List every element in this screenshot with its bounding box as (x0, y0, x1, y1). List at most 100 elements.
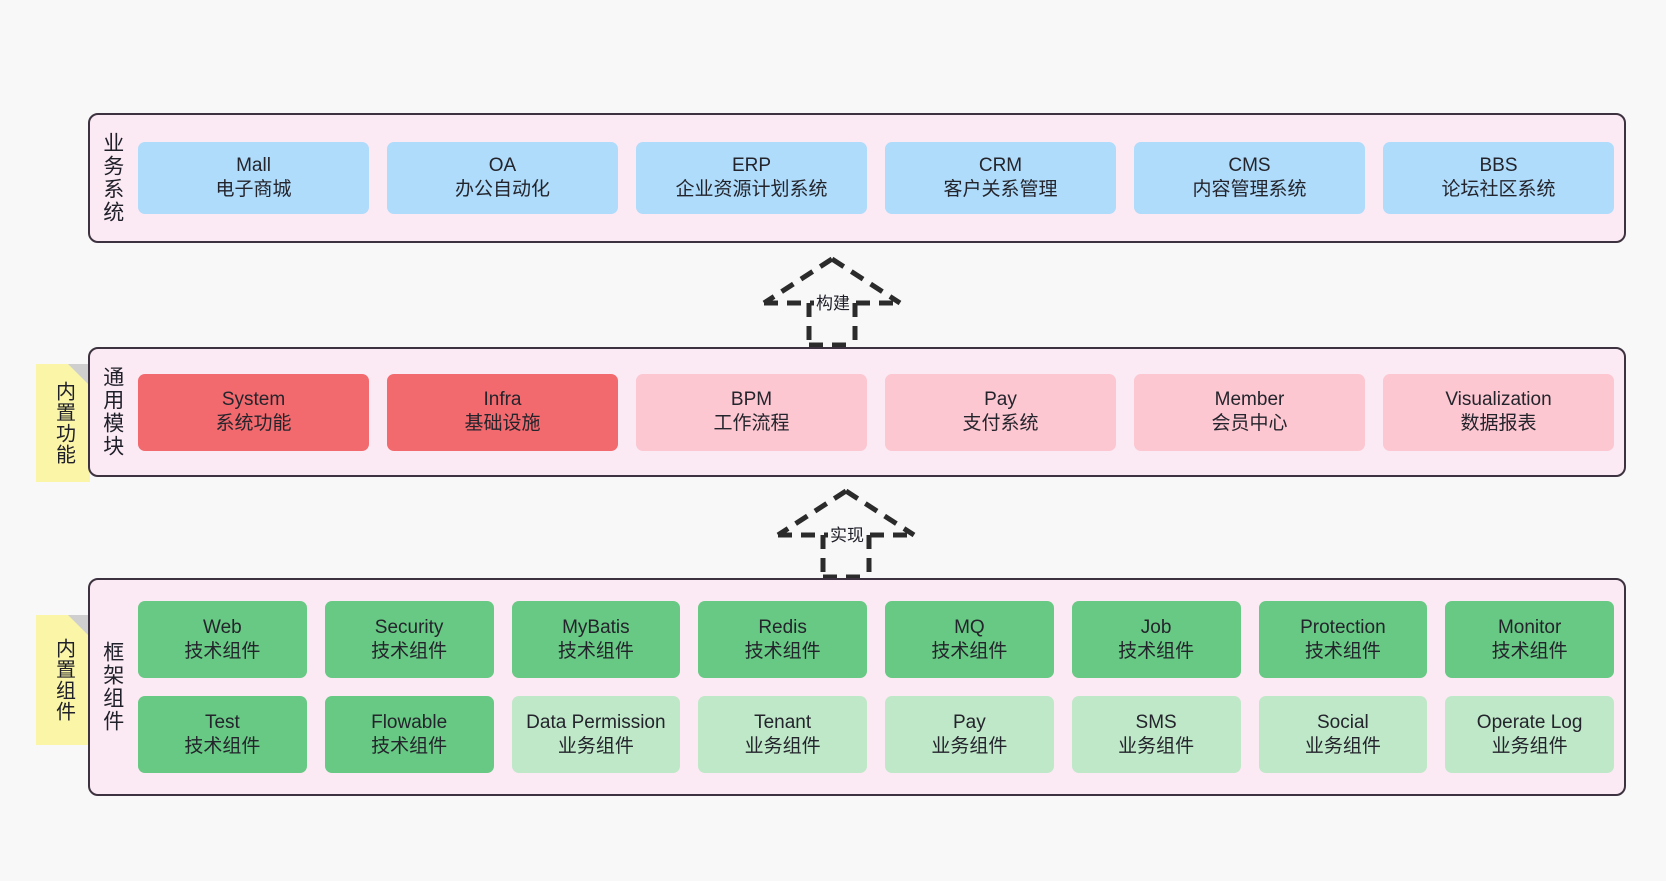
card-subtitle: 技术组件 (371, 735, 448, 757)
card-subtitle: 技术组件 (184, 735, 261, 757)
card-subtitle: 技术组件 (931, 640, 1008, 662)
note-fold-icon (68, 364, 90, 386)
card-title: MQ (954, 616, 985, 638)
card-subtitle: 企业资源计划系统 (675, 179, 828, 200)
card-title: Job (1140, 616, 1172, 638)
card-title: Flowable (371, 711, 448, 733)
card-title: OA (488, 155, 517, 177)
card-title: Web (203, 616, 242, 638)
card-title: MyBatis (562, 616, 630, 638)
card-subtitle: 数据报表 (1460, 413, 1537, 434)
layer-common-title: 通用模块 (100, 366, 124, 458)
card-subtitle: 会员中心 (1211, 413, 1288, 434)
card-subtitle: 业务组件 (1118, 735, 1195, 757)
card-title: Test (204, 711, 240, 733)
arrow-implement-label: 实现 (828, 521, 866, 546)
card-subtitle: 基础设施 (464, 413, 541, 434)
card-subtitle: 论坛社区系统 (1441, 179, 1556, 200)
card-title: Social (1317, 711, 1369, 733)
card-subtitle: 系统功能 (215, 413, 292, 434)
card-subtitle: 技术组件 (184, 640, 261, 662)
card-subtitle: 业务组件 (557, 735, 634, 757)
card-subtitle: 技术组件 (1491, 640, 1568, 662)
card-title: BPM (730, 389, 773, 411)
card-title: Member (1214, 389, 1285, 411)
card-title: Operate Log (1476, 711, 1583, 733)
card-subtitle: 业务组件 (931, 735, 1008, 757)
card-title: Protection (1300, 616, 1386, 638)
card-title: Pay (984, 389, 1017, 411)
card-subtitle: 客户关系管理 (943, 179, 1058, 200)
card-title: Pay (953, 711, 986, 733)
arrow-build-generalization: 构建 (752, 255, 912, 348)
note-built-in-components-label: 内置组件 (52, 638, 75, 722)
card-title: CMS (1228, 155, 1271, 177)
card-subtitle: 技术组件 (557, 640, 634, 662)
arrow-implement-generalization: 实现 (766, 487, 926, 580)
card-subtitle: 办公自动化 (454, 179, 550, 200)
layer-framework-title: 框架组件 (100, 641, 124, 733)
card-title: Security (374, 616, 444, 638)
arrow-build-label: 构建 (814, 289, 852, 314)
card-subtitle: 技术组件 (744, 640, 821, 662)
note-fold-icon (68, 615, 90, 637)
card-subtitle: 业务组件 (1304, 735, 1381, 757)
note-built-in-features: 内置功能 (36, 364, 90, 482)
card-title: CRM (978, 155, 1023, 177)
card-subtitle: 业务组件 (1491, 735, 1568, 757)
card-subtitle: 业务组件 (744, 735, 821, 757)
card-subtitle: 技术组件 (371, 640, 448, 662)
card-title: Monitor (1497, 616, 1562, 638)
card-title: ERP (731, 155, 772, 177)
card-title: Visualization (1445, 389, 1552, 411)
card-subtitle: 技术组件 (1118, 640, 1195, 662)
card-subtitle: 支付系统 (962, 413, 1039, 434)
card-title: SMS (1135, 711, 1177, 733)
card-title: BBS (1479, 155, 1518, 177)
card-subtitle: 内容管理系统 (1192, 179, 1307, 200)
card-subtitle: 电子商城 (215, 179, 292, 200)
card-title: Mall (236, 155, 271, 177)
card-subtitle: 技术组件 (1304, 640, 1381, 662)
card-title: Data Permission (526, 711, 666, 733)
card-subtitle: 工作流程 (713, 413, 790, 434)
